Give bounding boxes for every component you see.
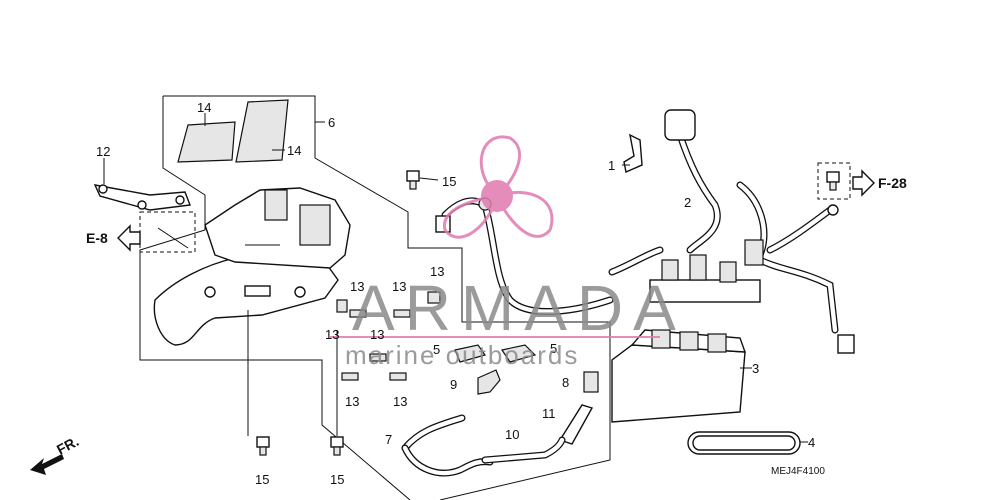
watermark-logo <box>330 135 660 338</box>
callout-15c: 15 <box>330 472 344 487</box>
callout-13g: 13 <box>393 394 407 409</box>
callout-13e: 13 <box>370 327 384 342</box>
callout-13b: 13 <box>392 279 406 294</box>
callout-3: 3 <box>752 361 759 376</box>
callout-6: 6 <box>328 115 335 130</box>
callout-1: 1 <box>608 158 615 173</box>
cover-part-11[interactable] <box>558 404 594 445</box>
watermark-tagline: marine outboards <box>345 340 579 370</box>
callout-13f: 13 <box>345 394 359 409</box>
callout-11: 11 <box>542 406 556 421</box>
callout-13d: 13 <box>325 327 339 342</box>
watermark-brand: ARMADA <box>352 272 686 344</box>
reference-f28: F-28 <box>878 175 907 191</box>
figure-code: MEJ4F4100 <box>771 466 825 477</box>
tube-part-7[interactable] <box>401 414 494 477</box>
callout-4: 4 <box>808 435 815 450</box>
callout-labels: 14 14 6 12 15 1 2 13 13 13 13 13 13 13 5… <box>54 100 907 487</box>
front-arrow-icon <box>30 454 64 475</box>
callout-10: 10 <box>505 427 519 442</box>
pad-part-14-left[interactable] <box>177 121 236 163</box>
propeller-icon <box>443 135 554 239</box>
clamp-part-5[interactable] <box>454 344 537 363</box>
callout-5a: 5 <box>433 342 440 357</box>
bolt-part-15-left[interactable] <box>256 436 270 456</box>
front-label: FR. <box>54 433 81 458</box>
grommet-part-8[interactable] <box>583 371 599 393</box>
assembly-outline <box>139 95 611 500</box>
tube-part-10[interactable] <box>481 436 566 464</box>
callout-14a: 14 <box>197 100 211 115</box>
ecu-part-3[interactable] <box>611 329 747 423</box>
bolt-dashed-right <box>817 162 851 200</box>
sub-harness[interactable] <box>435 197 614 315</box>
stay-part-12[interactable] <box>93 184 191 211</box>
callout-7: 7 <box>385 432 392 447</box>
callout-14b: 14 <box>287 143 301 158</box>
bolt-part-15-top[interactable] <box>406 170 420 190</box>
propeller-hub <box>481 180 513 212</box>
pad-part-14-right[interactable] <box>235 99 289 163</box>
gasket-part-4[interactable] <box>687 431 801 455</box>
arrow-right-icon <box>852 169 875 197</box>
callout-9: 9 <box>450 377 457 392</box>
bolt-dashed <box>139 211 196 253</box>
callout-13c: 13 <box>430 264 444 279</box>
bolt-part-15-mid[interactable] <box>330 436 344 456</box>
reference-e8: E-8 <box>86 230 108 246</box>
callout-13a: 13 <box>350 279 364 294</box>
arrow-left-icon <box>117 224 141 252</box>
clip-part-13[interactable] <box>336 291 441 381</box>
callout-15a: 15 <box>442 174 456 189</box>
main-harness-part-2[interactable] <box>608 109 855 354</box>
bracket-main[interactable] <box>153 187 351 346</box>
callout-12: 12 <box>96 144 110 159</box>
holder-part-9[interactable] <box>477 369 501 395</box>
callout-15b: 15 <box>255 472 269 487</box>
clamp-part-1[interactable] <box>623 133 643 173</box>
callout-8: 8 <box>562 375 569 390</box>
callout-2: 2 <box>684 195 691 210</box>
callout-5b: 5 <box>550 341 557 356</box>
